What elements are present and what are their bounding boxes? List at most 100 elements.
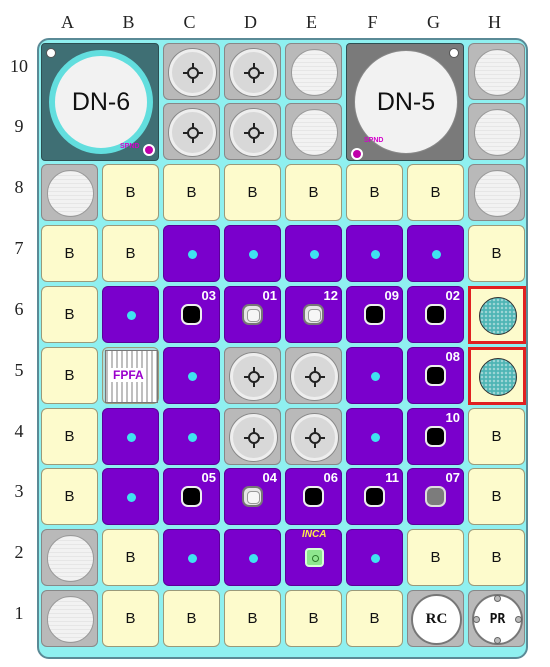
- column-label: G: [427, 12, 440, 32]
- graphite-position-H9[interactable]: [468, 103, 525, 160]
- beryllium-position-H3[interactable]: B: [468, 468, 525, 525]
- control-fuel-element-D3[interactable]: 04: [224, 468, 281, 525]
- fuel-element-F4[interactable]: [346, 408, 403, 465]
- experiment-position-H6[interactable]: [468, 286, 526, 344]
- crosshair-icon: [243, 427, 264, 448]
- spnd-label: SPND: [364, 137, 384, 144]
- fuel-element-B4[interactable]: [102, 408, 159, 465]
- fuel-element-B3[interactable]: [102, 468, 159, 525]
- control-rod-position-C10[interactable]: [163, 43, 220, 100]
- graphite-position-E10[interactable]: [285, 43, 342, 100]
- beryllium-position-C1[interactable]: B: [163, 590, 220, 647]
- graphite-position-A1[interactable]: [41, 590, 98, 647]
- crosshair-icon: [182, 122, 203, 143]
- graphite-position-A2[interactable]: [41, 529, 98, 586]
- beryllium-position-A4[interactable]: B: [41, 408, 98, 465]
- fuel-element-F7[interactable]: [346, 225, 403, 282]
- beryllium-position-G8[interactable]: B: [407, 164, 464, 221]
- beryllium-position-G2[interactable]: B: [407, 529, 464, 586]
- beryllium-position-F8[interactable]: B: [346, 164, 403, 221]
- beryllium-position-A7[interactable]: B: [41, 225, 98, 282]
- control-rod-position-D5[interactable]: [224, 347, 281, 404]
- control-fuel-element-G4[interactable]: 10: [407, 408, 464, 465]
- rc-position-G1[interactable]: RC: [407, 590, 464, 647]
- row-label: 9: [14, 116, 24, 136]
- bolt-icon: [494, 595, 501, 602]
- control-fuel-element-E3[interactable]: 06: [285, 468, 342, 525]
- fuel-element-C5[interactable]: [163, 347, 220, 404]
- crosshair-ring: [186, 126, 199, 139]
- column-label: A: [61, 12, 74, 32]
- control-rod-position-D9[interactable]: [224, 103, 281, 160]
- beryllium-position-B7[interactable]: B: [102, 225, 159, 282]
- experiment-position-H5[interactable]: [468, 347, 526, 405]
- corner-hole-icon: [449, 48, 459, 58]
- control-rod-position-E4[interactable]: [285, 408, 342, 465]
- beryllium-position-B8[interactable]: B: [102, 164, 159, 221]
- control-fuel-element-G3[interactable]: 07: [407, 468, 464, 525]
- inca-position-E2[interactable]: INCA: [285, 529, 342, 586]
- column-label: B: [122, 12, 135, 32]
- crosshair-ring: [247, 66, 260, 79]
- graphite-position-E9[interactable]: [285, 103, 342, 160]
- element-number: 03: [201, 288, 216, 303]
- control-fuel-element-F3[interactable]: 11: [346, 468, 403, 525]
- graphite-disc-icon: [47, 535, 94, 582]
- pr-position-H1[interactable]: PR: [468, 590, 525, 647]
- fuel-element-G7[interactable]: [407, 225, 464, 282]
- beryllium-position-E8[interactable]: B: [285, 164, 342, 221]
- graphite-disc-icon: [474, 170, 521, 217]
- rc-label: RC: [411, 594, 462, 645]
- element-number: 12: [323, 288, 338, 303]
- control-fuel-element-D6[interactable]: 01: [224, 286, 281, 343]
- control-rod-position-E5[interactable]: [285, 347, 342, 404]
- control-fuel-element-C3[interactable]: 05: [163, 468, 220, 525]
- beryllium-position-D1[interactable]: B: [224, 590, 281, 647]
- fuel-element-C7[interactable]: [163, 225, 220, 282]
- control-fuel-element-G6[interactable]: 02: [407, 286, 464, 343]
- fuel-element-E7[interactable]: [285, 225, 342, 282]
- control-rod-position-D4[interactable]: [224, 408, 281, 465]
- row-label: 4: [14, 421, 24, 441]
- beryllium-position-F1[interactable]: B: [346, 590, 403, 647]
- element-number: 02: [445, 288, 460, 303]
- fuel-pin-icon: [249, 250, 258, 259]
- graphite-position-H8[interactable]: [468, 164, 525, 221]
- dn5-label: DN-5: [354, 50, 458, 154]
- beryllium-position-A3[interactable]: B: [41, 468, 98, 525]
- control-fuel-element-C6[interactable]: 03: [163, 286, 220, 343]
- fuel-element-C2[interactable]: [163, 529, 220, 586]
- fuel-element-C4[interactable]: [163, 408, 220, 465]
- crosshair-icon: [182, 62, 203, 83]
- control-fuel-element-G5[interactable]: 08: [407, 347, 464, 404]
- fuel-element-B6[interactable]: [102, 286, 159, 343]
- fuel-element-F5[interactable]: [346, 347, 403, 404]
- fuel-element-D7[interactable]: [224, 225, 281, 282]
- beryllium-position-A5[interactable]: B: [41, 347, 98, 404]
- fuel-element-F2[interactable]: [346, 529, 403, 586]
- bolt-icon: [473, 616, 480, 623]
- row-label: 7: [14, 238, 24, 258]
- control-rod-position-C9[interactable]: [163, 103, 220, 160]
- control-fuel-element-E6[interactable]: 12: [285, 286, 342, 343]
- beryllium-position-H2[interactable]: B: [468, 529, 525, 586]
- fpfa-position-B5[interactable]: FPFA: [102, 347, 159, 404]
- beryllium-position-H4[interactable]: B: [468, 408, 525, 465]
- crosshair-icon: [304, 366, 325, 387]
- beryllium-position-B1[interactable]: B: [102, 590, 159, 647]
- fuel-pin-icon: [310, 250, 319, 259]
- beryllium-position-B2[interactable]: B: [102, 529, 159, 586]
- fuel-element-D2[interactable]: [224, 529, 281, 586]
- crosshair-icon: [243, 122, 264, 143]
- control-rod-position-D10[interactable]: [224, 43, 281, 100]
- beryllium-position-C8[interactable]: B: [163, 164, 220, 221]
- beryllium-position-A6[interactable]: B: [41, 286, 98, 343]
- control-fuel-element-F6[interactable]: 09: [346, 286, 403, 343]
- beryllium-position-H7[interactable]: B: [468, 225, 525, 282]
- graphite-position-H10[interactable]: [468, 43, 525, 100]
- graphite-position-A8[interactable]: [41, 164, 98, 221]
- beryllium-position-D8[interactable]: B: [224, 164, 281, 221]
- beryllium-position-E1[interactable]: B: [285, 590, 342, 647]
